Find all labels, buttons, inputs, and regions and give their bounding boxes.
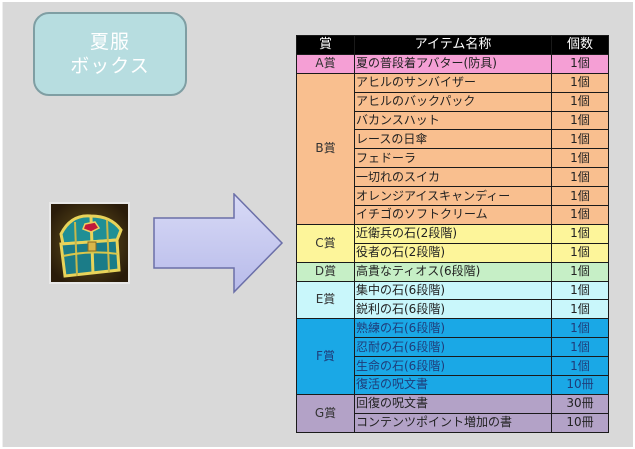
table-row: 復活の呪文書 10冊	[296, 375, 609, 395]
item-qty: 1個	[551, 91, 609, 112]
prize-grade-e: E賞	[296, 280, 355, 320]
table-row: レースの日傘 1個	[296, 129, 609, 150]
table-row: イチゴのソフトクリーム 1個	[296, 205, 609, 225]
item-name: コンテンツポイント増加の書	[354, 412, 552, 433]
item-qty: 1個	[551, 72, 609, 93]
table-row: F賞 熟練の石(6段階) 1個	[296, 318, 609, 395]
label-line-2: ボックス	[70, 55, 150, 77]
header-prize: 賞	[296, 35, 355, 55]
table-row: C賞 近衛兵の石(2段階) 1個	[296, 223, 609, 263]
item-name: 鋭利の石(6段階)	[354, 299, 552, 320]
table-row: オレンジアイスキャンディー 1個	[296, 186, 609, 207]
prize-grade-d: D賞	[296, 261, 355, 282]
table-row: 鋭利の石(6段階) 1個	[296, 299, 609, 320]
table-header-row: 賞 アイテム名称 個数	[296, 35, 609, 55]
table-row: 忍耐の石(6段階) 1個	[296, 337, 609, 358]
item-name: バカンスハット	[354, 110, 552, 131]
item-qty: 1個	[551, 167, 609, 188]
item-qty: 1個	[551, 129, 609, 150]
item-name: 復活の呪文書	[354, 375, 552, 395]
item-name: 夏の普段着アバター(防具)	[354, 53, 552, 74]
item-name: 役者の石(2段階)	[354, 242, 552, 263]
item-qty: 1個	[551, 242, 609, 263]
item-name: 忍耐の石(6段階)	[354, 337, 552, 358]
item-name: イチゴのソフトクリーム	[354, 205, 552, 225]
item-qty: 1個	[551, 299, 609, 320]
item-qty: 1個	[551, 110, 609, 131]
table-row: フェドーラ 1個	[296, 148, 609, 169]
item-qty: 1個	[551, 148, 609, 169]
item-name: 生命の石(6段階)	[354, 356, 552, 377]
header-item-name: アイテム名称	[354, 35, 552, 55]
item-name: 集中の石(6段階)	[354, 280, 552, 301]
item-qty: 10冊	[551, 412, 609, 433]
prize-grade-g: G賞	[296, 393, 355, 433]
item-qty: 1個	[551, 318, 609, 339]
item-name: 回復の呪文書	[354, 393, 552, 414]
item-qty: 1個	[551, 186, 609, 207]
table-row: 役者の石(2段階) 1個	[296, 242, 609, 263]
item-qty: 1個	[551, 53, 609, 74]
table-row: G賞 回復の呪文書 30冊	[296, 393, 609, 433]
label-line-1: 夏服	[89, 31, 130, 53]
item-qty: 1個	[551, 205, 609, 225]
item-name: フェドーラ	[354, 148, 552, 169]
prize-grade-c: C賞	[296, 223, 355, 263]
table-row: E賞 集中の石(6段階) 1個	[296, 280, 609, 320]
table-row: 生命の石(6段階) 1個	[296, 356, 609, 377]
table-row: A賞 夏の普段着アバター(防具) 1個	[296, 53, 609, 74]
item-qty: 1個	[551, 280, 609, 301]
right-arrow-icon	[153, 192, 285, 294]
header-quantity: 個数	[551, 35, 609, 55]
item-qty: 1個	[551, 261, 609, 282]
table-row: B賞 アヒルのサンバイザー 1個	[296, 72, 609, 225]
item-name: アヒルのサンバイザー	[354, 72, 552, 93]
item-qty: 1個	[551, 337, 609, 358]
item-name: 熟練の石(6段階)	[354, 318, 552, 339]
item-name: 高貴なティオス(6段階)	[354, 261, 552, 282]
item-name: オレンジアイスキャンディー	[354, 186, 552, 207]
item-qty: 1個	[551, 223, 609, 244]
table-row: D賞 高貴なティオス(6段階) 1個	[296, 261, 609, 282]
prize-table: 賞 アイテム名称 個数 A賞 夏の普段着アバター(防具) 1個 B賞 アヒルのサ…	[296, 35, 609, 433]
treasure-chest-icon	[49, 202, 130, 284]
item-name: 一切れのスイカ	[354, 167, 552, 188]
item-qty: 10冊	[551, 375, 609, 395]
summer-box-label: 夏服 ボックス	[33, 12, 187, 96]
item-name: レースの日傘	[354, 129, 552, 150]
prize-grade-b: B賞	[296, 72, 355, 225]
item-qty: 30冊	[551, 393, 609, 414]
item-name: アヒルのバックパック	[354, 91, 552, 112]
item-name: 近衛兵の石(2段階)	[354, 223, 552, 244]
table-row: コンテンツポイント増加の書 10冊	[296, 412, 609, 433]
prize-grade-f: F賞	[296, 318, 355, 395]
prize-grade-a: A賞	[296, 53, 355, 74]
item-qty: 1個	[551, 356, 609, 377]
